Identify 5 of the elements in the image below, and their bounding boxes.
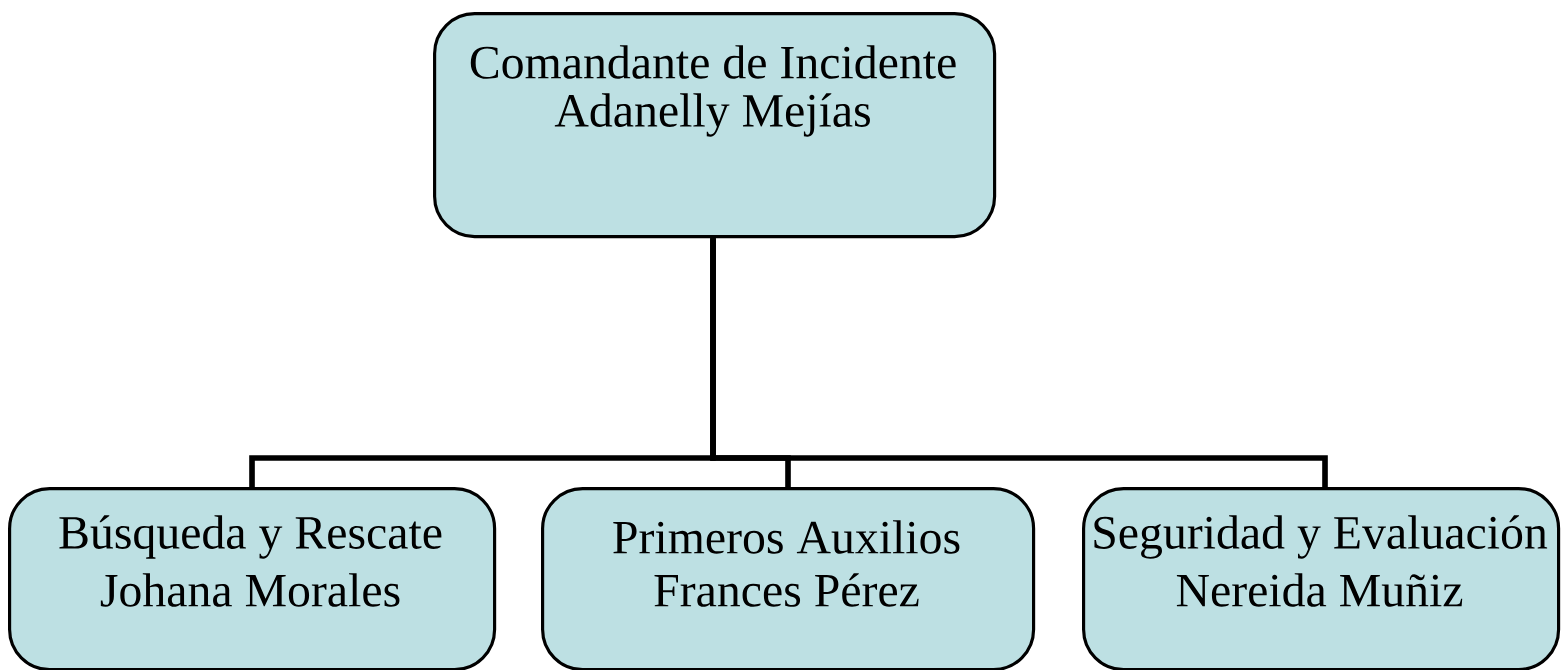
org-box: Primeros Auxilios Frances Pérez [541, 487, 1036, 670]
org-box: Seguridad y Evaluación Nereida Muñiz [1082, 487, 1561, 670]
org-box: Comandante de Incidente Adanelly Mejías [433, 12, 997, 239]
connector-line [710, 238, 1328, 487]
org-box: Búsqueda y Rescate Johana Morales [8, 487, 497, 670]
